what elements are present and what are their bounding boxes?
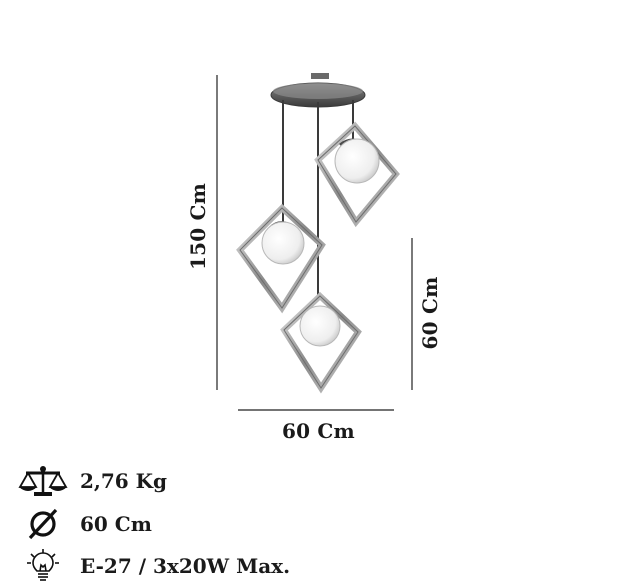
diameter-value: 60 Cm (80, 512, 152, 536)
suspension-cables (282, 100, 354, 300)
width-label: 60 Cm (282, 419, 355, 443)
depth-label: 60 Cm (418, 276, 442, 350)
spec-row-weight: 2,76 Kg (18, 464, 167, 498)
lamp-bottom (280, 291, 362, 394)
ceiling-canopy (270, 73, 366, 108)
bulb-value: E-27 / 3x20W Max. (80, 554, 291, 578)
spec-row-bulb: E-27 / 3x20W Max. (18, 549, 290, 583)
bulb-icon (18, 549, 68, 583)
lamp-right (314, 121, 400, 228)
diameter-icon (18, 507, 68, 541)
height-label: 150 Cm (186, 183, 210, 270)
weight-value: 2,76 Kg (80, 469, 168, 493)
lamp-left (236, 203, 326, 314)
spec-row-diameter: 60 Cm (18, 507, 152, 541)
scale-icon (18, 464, 68, 498)
